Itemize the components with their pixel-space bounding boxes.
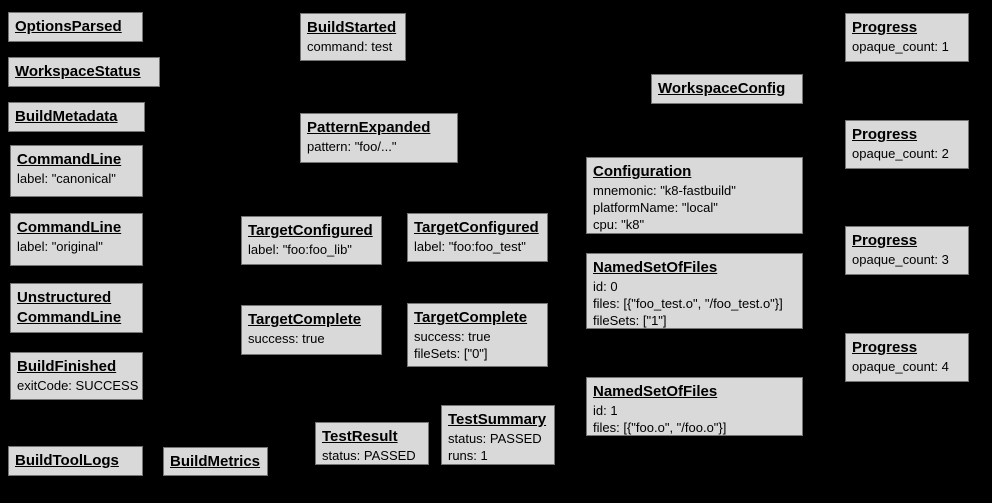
event-box-test-summary: TestSummary status: PASSED runs: 1 xyxy=(441,405,555,465)
event-title: CommandLine xyxy=(17,151,122,168)
event-title: WorkspaceConfig xyxy=(658,80,786,97)
event-title: Unstructured CommandLine xyxy=(17,289,122,326)
event-title: TargetConfigured xyxy=(248,222,373,239)
event-field: label: "foo:foo_lib" xyxy=(248,242,352,257)
event-title: Progress xyxy=(852,19,918,36)
event-title: OptionsParsed xyxy=(15,18,122,35)
event-box-pattern-expanded: PatternExpanded pattern: "foo/..." xyxy=(300,113,458,163)
event-field: platformName: "local" xyxy=(593,200,718,215)
event-title: NamedSetOfFiles xyxy=(593,383,718,400)
event-field: mnemonic: "k8-fastbuild" xyxy=(593,183,736,198)
event-field: command: test xyxy=(307,39,393,54)
event-title: BuildStarted xyxy=(307,19,397,36)
event-box-progress-3: Progress opaque_count: 3 xyxy=(845,226,969,275)
event-title: BuildMetadata xyxy=(15,108,118,125)
event-field: files: [{"foo_test.o", "/foo_test.o"}] xyxy=(593,296,783,311)
event-field: status: PASSED xyxy=(322,448,416,463)
event-title: TestResult xyxy=(322,428,398,445)
event-title: TargetComplete xyxy=(248,311,362,328)
event-box-workspace-status: WorkspaceStatus xyxy=(8,57,160,87)
event-title: Configuration xyxy=(593,163,692,180)
event-field: success: true xyxy=(414,329,491,344)
event-box-test-result: TestResult status: PASSED xyxy=(315,422,429,465)
event-box-command-line-canonical: CommandLine label: "canonical" xyxy=(10,145,143,197)
event-box-build-metadata: BuildMetadata xyxy=(8,102,145,132)
event-title: BuildFinished xyxy=(17,358,117,375)
event-field: pattern: "foo/..." xyxy=(307,139,397,154)
event-title: Progress xyxy=(852,339,918,356)
event-box-target-configured-foo-test: TargetConfigured label: "foo:foo_test" xyxy=(407,213,548,262)
event-title: BuildMetrics xyxy=(170,452,261,470)
event-field: opaque_count: 4 xyxy=(852,359,949,374)
event-title: PatternExpanded xyxy=(307,119,431,136)
event-box-target-complete-foo-lib: TargetComplete success: true xyxy=(241,305,382,355)
event-field: files: [{"foo.o", "/foo.o"}] xyxy=(593,420,727,435)
event-title: NamedSetOfFiles xyxy=(593,259,718,276)
event-box-target-complete-foo-test: TargetComplete success: true fileSets: [… xyxy=(407,303,548,367)
event-box-unstructured-command-line: Unstructured CommandLine xyxy=(10,283,143,333)
event-box-build-metrics: BuildMetrics xyxy=(163,447,268,476)
event-box-command-line-original: CommandLine label: "original" xyxy=(10,213,143,266)
event-field: opaque_count: 2 xyxy=(852,146,949,161)
event-field: status: PASSED xyxy=(448,431,542,446)
event-box-progress-4: Progress opaque_count: 4 xyxy=(845,333,969,382)
event-title: TargetComplete xyxy=(414,309,528,326)
event-field: id: 0 xyxy=(593,279,618,294)
event-field: label: "canonical" xyxy=(17,171,116,186)
event-title: CommandLine xyxy=(17,219,122,236)
event-field: label: "original" xyxy=(17,239,103,254)
event-box-configuration: Configuration mnemonic: "k8-fastbuild" p… xyxy=(586,157,803,234)
event-box-progress-1: Progress opaque_count: 1 xyxy=(845,13,969,62)
event-title: TargetConfigured xyxy=(414,219,539,236)
event-title: Progress xyxy=(852,232,918,249)
event-field: id: 1 xyxy=(593,403,618,418)
event-field: opaque_count: 3 xyxy=(852,252,949,267)
event-field: cpu: "k8" xyxy=(593,217,645,232)
event-field: success: true xyxy=(248,331,325,346)
event-box-build-tool-logs: BuildToolLogs xyxy=(8,446,143,476)
event-field: label: "foo:foo_test" xyxy=(414,239,526,254)
event-title: BuildToolLogs xyxy=(15,452,119,469)
event-title: Progress xyxy=(852,126,918,143)
event-box-progress-2: Progress opaque_count: 2 xyxy=(845,120,969,169)
event-title: WorkspaceStatus xyxy=(15,63,141,80)
event-box-named-set-of-files-1: NamedSetOfFiles id: 1 files: [{"foo.o", … xyxy=(586,377,803,436)
event-box-workspace-config: WorkspaceConfig xyxy=(651,74,803,104)
event-box-options-parsed: OptionsParsed xyxy=(8,12,143,42)
event-box-named-set-of-files-0: NamedSetOfFiles id: 0 files: [{"foo_test… xyxy=(586,253,803,329)
event-box-build-started: BuildStarted command: test xyxy=(300,13,406,61)
event-field: fileSets: ["0"] xyxy=(414,346,488,361)
event-field: fileSets: ["1"] xyxy=(593,313,667,328)
event-box-build-finished: BuildFinished exitCode: SUCCESS xyxy=(10,352,143,400)
event-field: opaque_count: 1 xyxy=(852,39,949,54)
event-field: runs: 1 xyxy=(448,448,488,463)
event-title: TestSummary xyxy=(448,411,547,428)
event-box-target-configured-foo-lib: TargetConfigured label: "foo:foo_lib" xyxy=(241,216,382,265)
event-field: exitCode: SUCCESS xyxy=(17,378,139,393)
